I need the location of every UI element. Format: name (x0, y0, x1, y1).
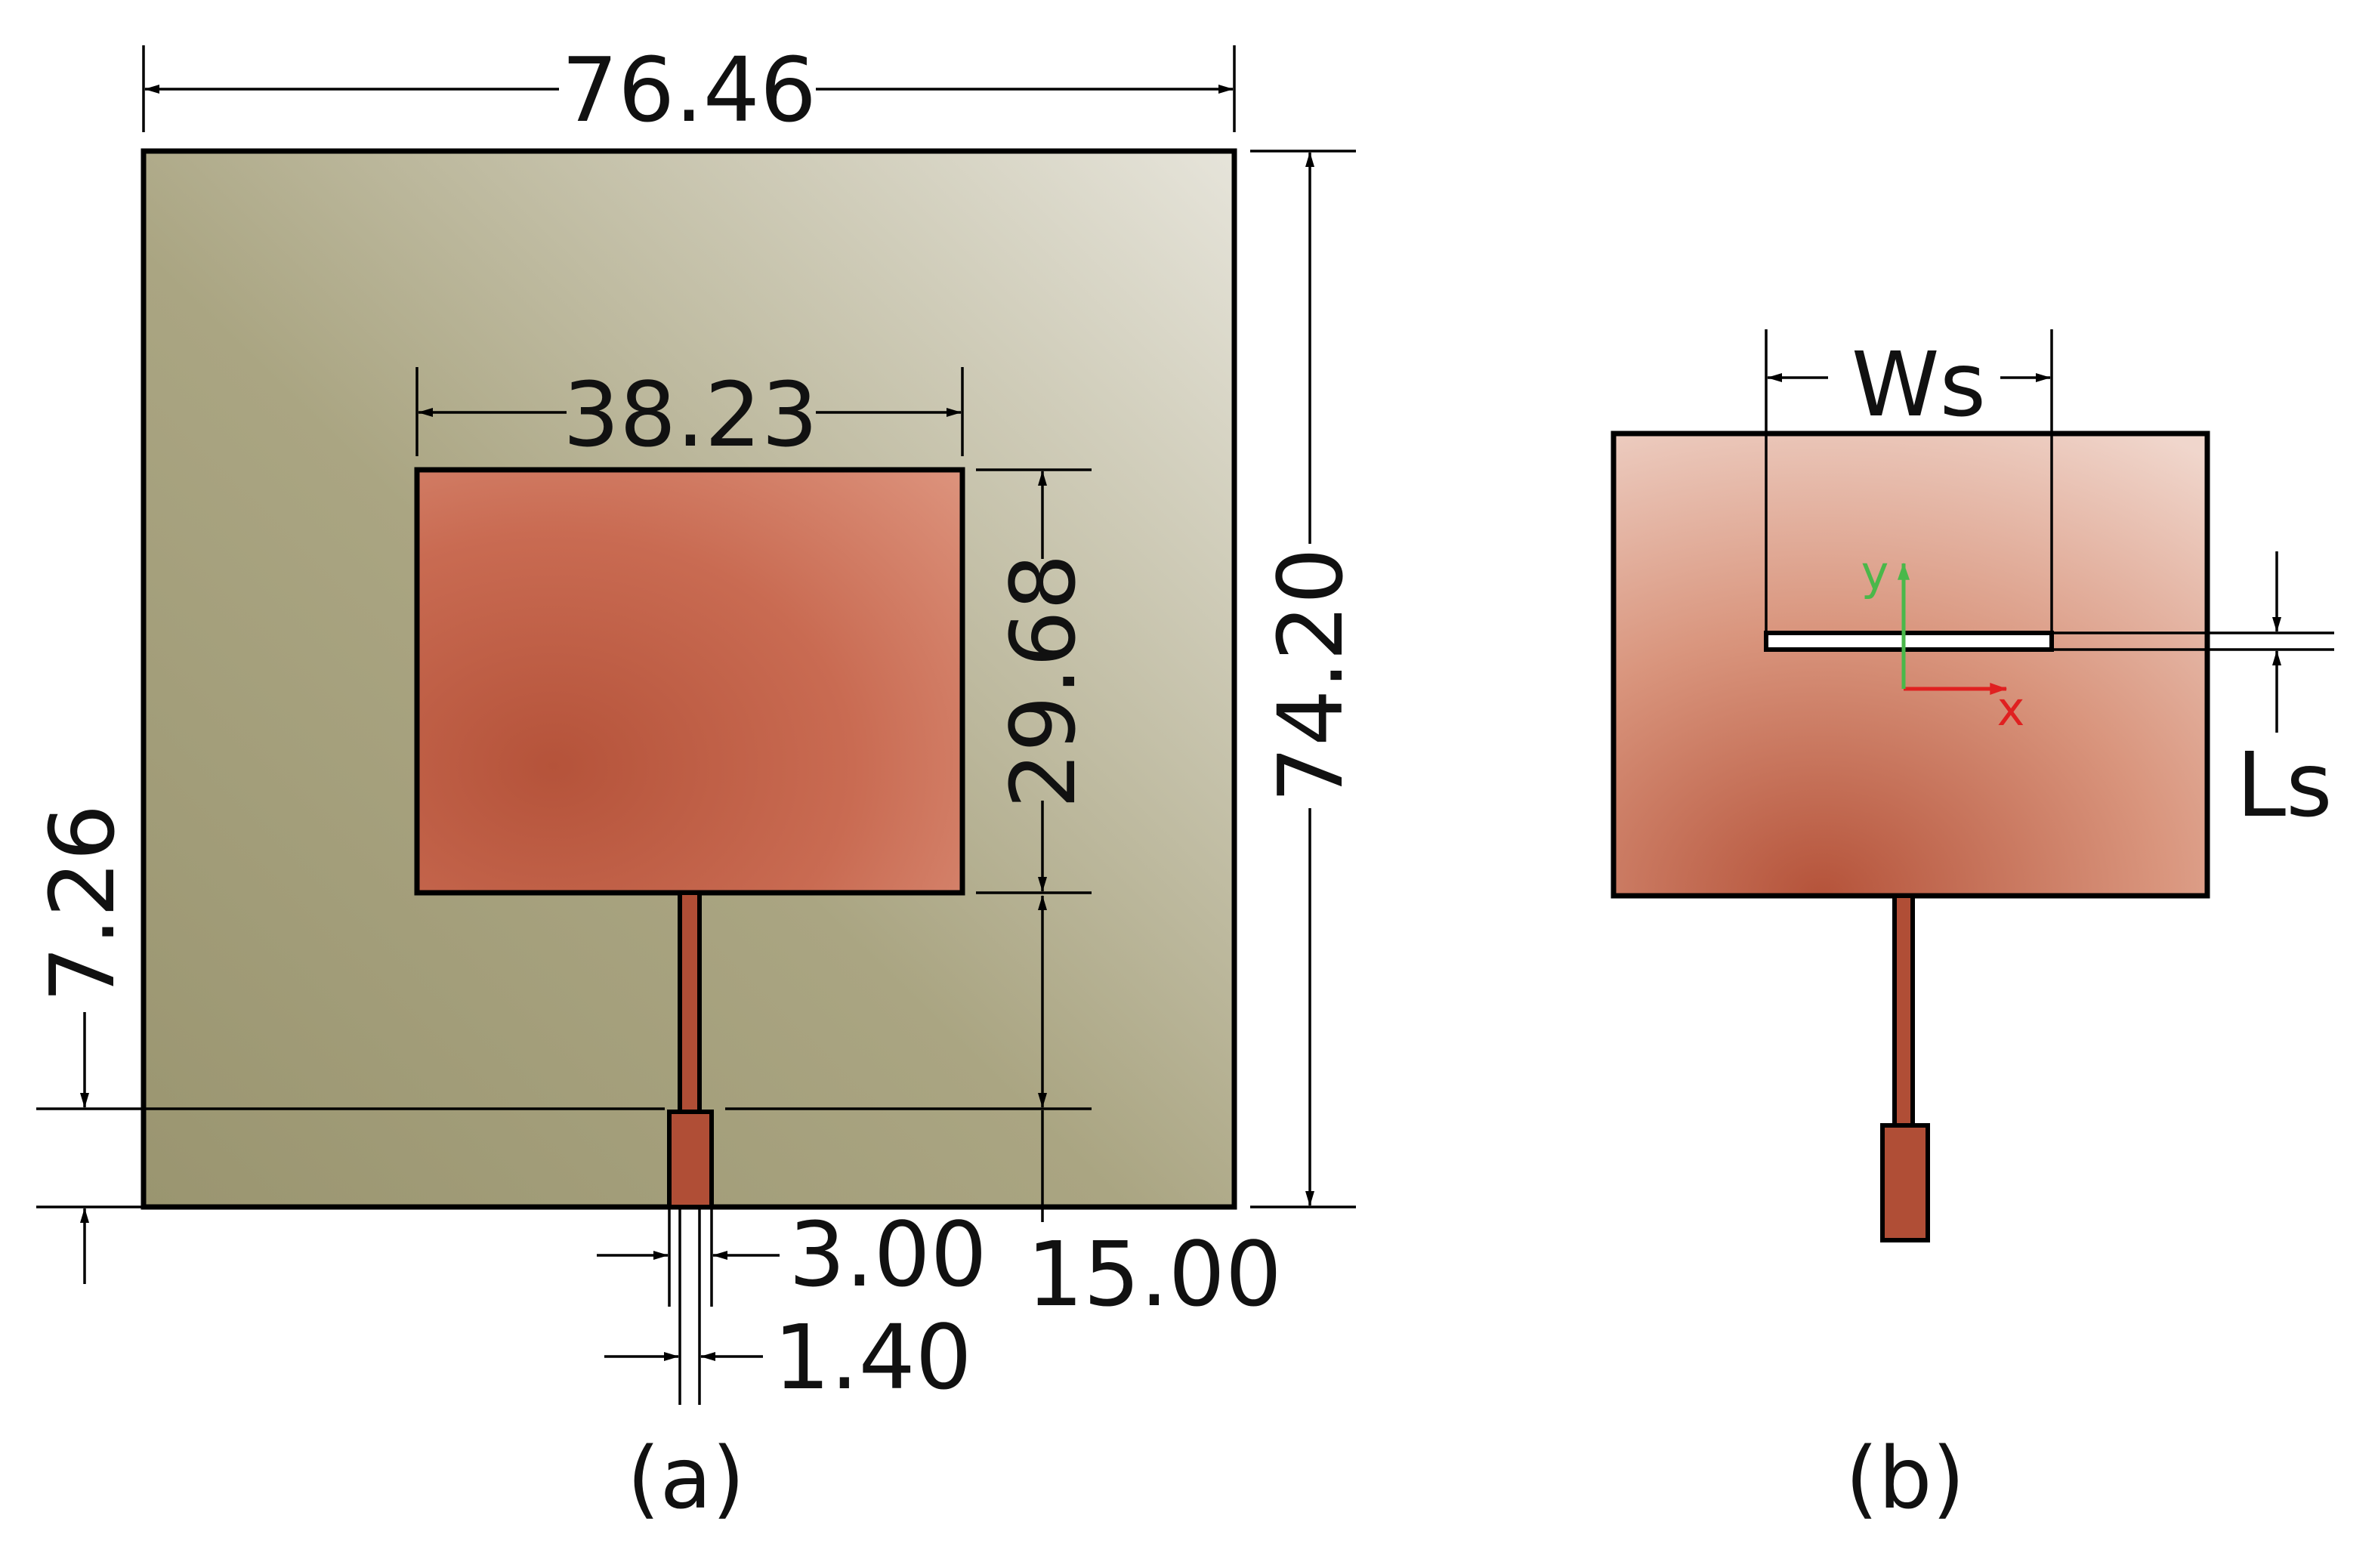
x-axis-label: x (1997, 681, 2025, 736)
wide-feed-width-label: 3.00 (789, 1202, 987, 1307)
ground-height-label: 74.20 (1258, 548, 1363, 803)
ground-width-dimension: 76.46 (142, 38, 1236, 142)
wide-feed-section-b (1880, 1123, 1930, 1242)
feed-length-dimension: 15.00 (725, 895, 1282, 1326)
coordinate-axes: x y (1861, 545, 2025, 736)
slot-length-dimension: Ls (2052, 551, 2334, 837)
narrow-feed-width-label: 1.40 (774, 1305, 972, 1409)
narrow-feed-width-dimension: 1.40 (604, 1208, 972, 1409)
slot-width-dimension: Ws (1765, 329, 2053, 633)
slot-length-label: Ls (2236, 733, 2332, 837)
ground-height-dimension: 74.20 (1250, 150, 1363, 1208)
patch-height-label: 29.68 (991, 554, 1095, 809)
slotted-patch (1611, 431, 2210, 899)
inset-length-dimension: 7.26 (30, 804, 665, 1284)
y-axis-label: y (1861, 545, 1889, 600)
patch-height-dimension: 29.68 (976, 468, 1095, 894)
patch-width-dimension: 38.23 (415, 363, 964, 467)
slot-width-label: Ws (1851, 332, 1986, 437)
patch-width-label: 38.23 (563, 363, 818, 467)
wide-feed-section (667, 1110, 714, 1209)
wide-feed-width-dimension: 3.00 (597, 1202, 987, 1307)
panel-a: 76.46 38.23 74.20 29.68 (30, 38, 1363, 1528)
panel-b: Ws Ls x y (b) (1611, 329, 2334, 1528)
panel-b-caption: (b) (1845, 1430, 1965, 1528)
ground-width-label: 76.46 (561, 38, 817, 142)
panel-a-caption: (a) (627, 1430, 745, 1528)
narrow-feed-line-b (1892, 894, 1915, 1129)
radiating-patch (414, 467, 965, 896)
narrow-feed-line (678, 890, 702, 1114)
feed-length-label: 15.00 (1027, 1222, 1282, 1326)
inset-length-label: 7.26 (30, 804, 134, 1003)
slot (1764, 631, 2054, 652)
